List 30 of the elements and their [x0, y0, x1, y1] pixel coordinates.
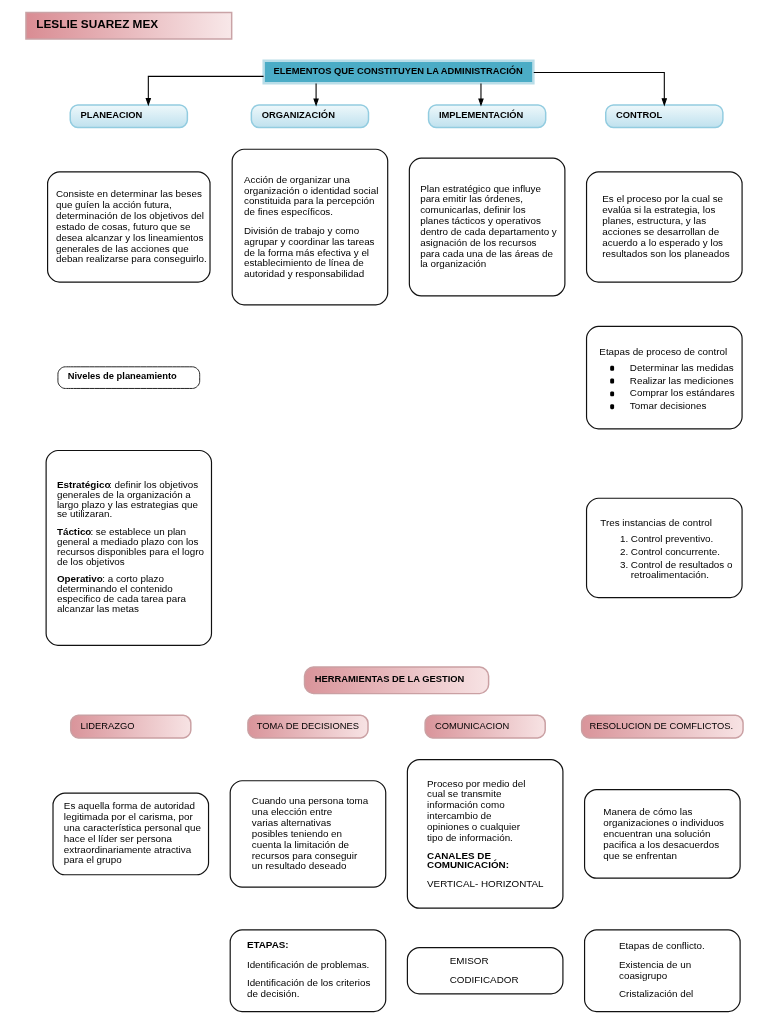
node-box: LIDERAZGO — [69, 714, 192, 739]
node-box: Estratégico: definir los objetivos generales de la organización a largo plazo y las estrategias que se utilizaran. Táctico: se establece un plan general a mediado plazo con los recursos disponibles para el logro de los objetivos Operativo: a corto plazo determinando el contenido especifico de cada tarea para alcanzar las metas — [45, 449, 212, 646]
node-box: Es el proceso por la cual se evalúa si la estrategia, los planes, estructura, y las acciones se desarrollan de acuerdo a lo esperado y los resultados son los planeados — [585, 171, 743, 283]
node-box: ETAPAS: Identificación de problemas. Identificación de los criterios de decisión. — [229, 929, 386, 1013]
arrow — [145, 75, 264, 107]
node-box: Es aquella forma de autoridad legitimada por el carisma, por una característica personal que hace el líder ser persona extraordinariamente atractiva para el grupo — [51, 792, 209, 876]
node-box: Manera de cómo las organizaciones o individuos encuentran una solución pacifica a los desacuerdos que se enfrentan — [583, 789, 741, 879]
node-box: CONTROL — [604, 104, 724, 129]
node-box: Proceso por medio del cual se transmite información como intercambio de opiniones o cualquier tipo de información. CANALES DE COMUNICACIÓN: VERTICAL- HORIZONTAL — [406, 759, 563, 909]
node-box: ORGANIZACIÓN — [250, 104, 369, 129]
node-box: Tres instancias de control 1. Control preventivo. 2. Control concurrente. 3. Control de resultados o retroalimentación. — [585, 497, 743, 599]
node-box: Cuando una persona toma una elección entre varias alternativas posibles teniendo en cuenta la limitación de recursos para conseguir un resultado deseado — [229, 780, 386, 888]
node-box: HERRAMIENTAS DE LA GESTION — [303, 666, 489, 695]
node-box: LESLIE SUAREZ MEX — [24, 11, 232, 40]
node-box: PLANEACION — [69, 104, 188, 129]
node-box: TOMA DE DECISIONES — [246, 714, 369, 739]
node-box: IMPLEMENTACIÓN — [427, 104, 546, 129]
arrow — [532, 71, 667, 107]
node-box: Niveles de planeamiento — [56, 366, 200, 389]
node-box: RESOLUCION DE COMFLICTOS. — [580, 714, 744, 739]
node-box: ELEMENTOS QUE CONSTITUYEN LA ADMINISTRACIÓN — [261, 59, 535, 85]
node-box: Plan estratégico que influye para emitir las órdenes, comunicarlas, definir los planes tácticos y operativos dentro de cada departamento y asignación de los recursos para cada una de las áreas de la organización — [408, 157, 565, 297]
node-box: EMISOR CODIFICADOR — [406, 947, 563, 995]
arrow — [312, 83, 319, 107]
node-box: Consiste en determinar las beses que guíen la acción futura, determinación de los objetivos del estado de cosas, futuro que se desea alcanzar y los lineamientos generales de las acciones que deban realizarse para conseguirlo. — [46, 171, 211, 283]
node-box: Acción de organizar una organización o identidad social constituida para la percepción de fines específicos. División de trabajo y como agrupar y coordinar las tareas de la forma más efectiva y el establecimiento de línea de autoridad y responsabilidad — [231, 148, 388, 306]
node-box: COMUNICACION — [423, 714, 546, 739]
node-box: Etapas de conflicto. Existencia de un coasigrupo Cristalización del — [583, 929, 741, 1013]
arrow — [477, 83, 484, 107]
node-box: Etapas de proceso de control Determinar las medidas Realizar las mediciones Comprar los estándares Tomar decisiones — [585, 325, 743, 430]
